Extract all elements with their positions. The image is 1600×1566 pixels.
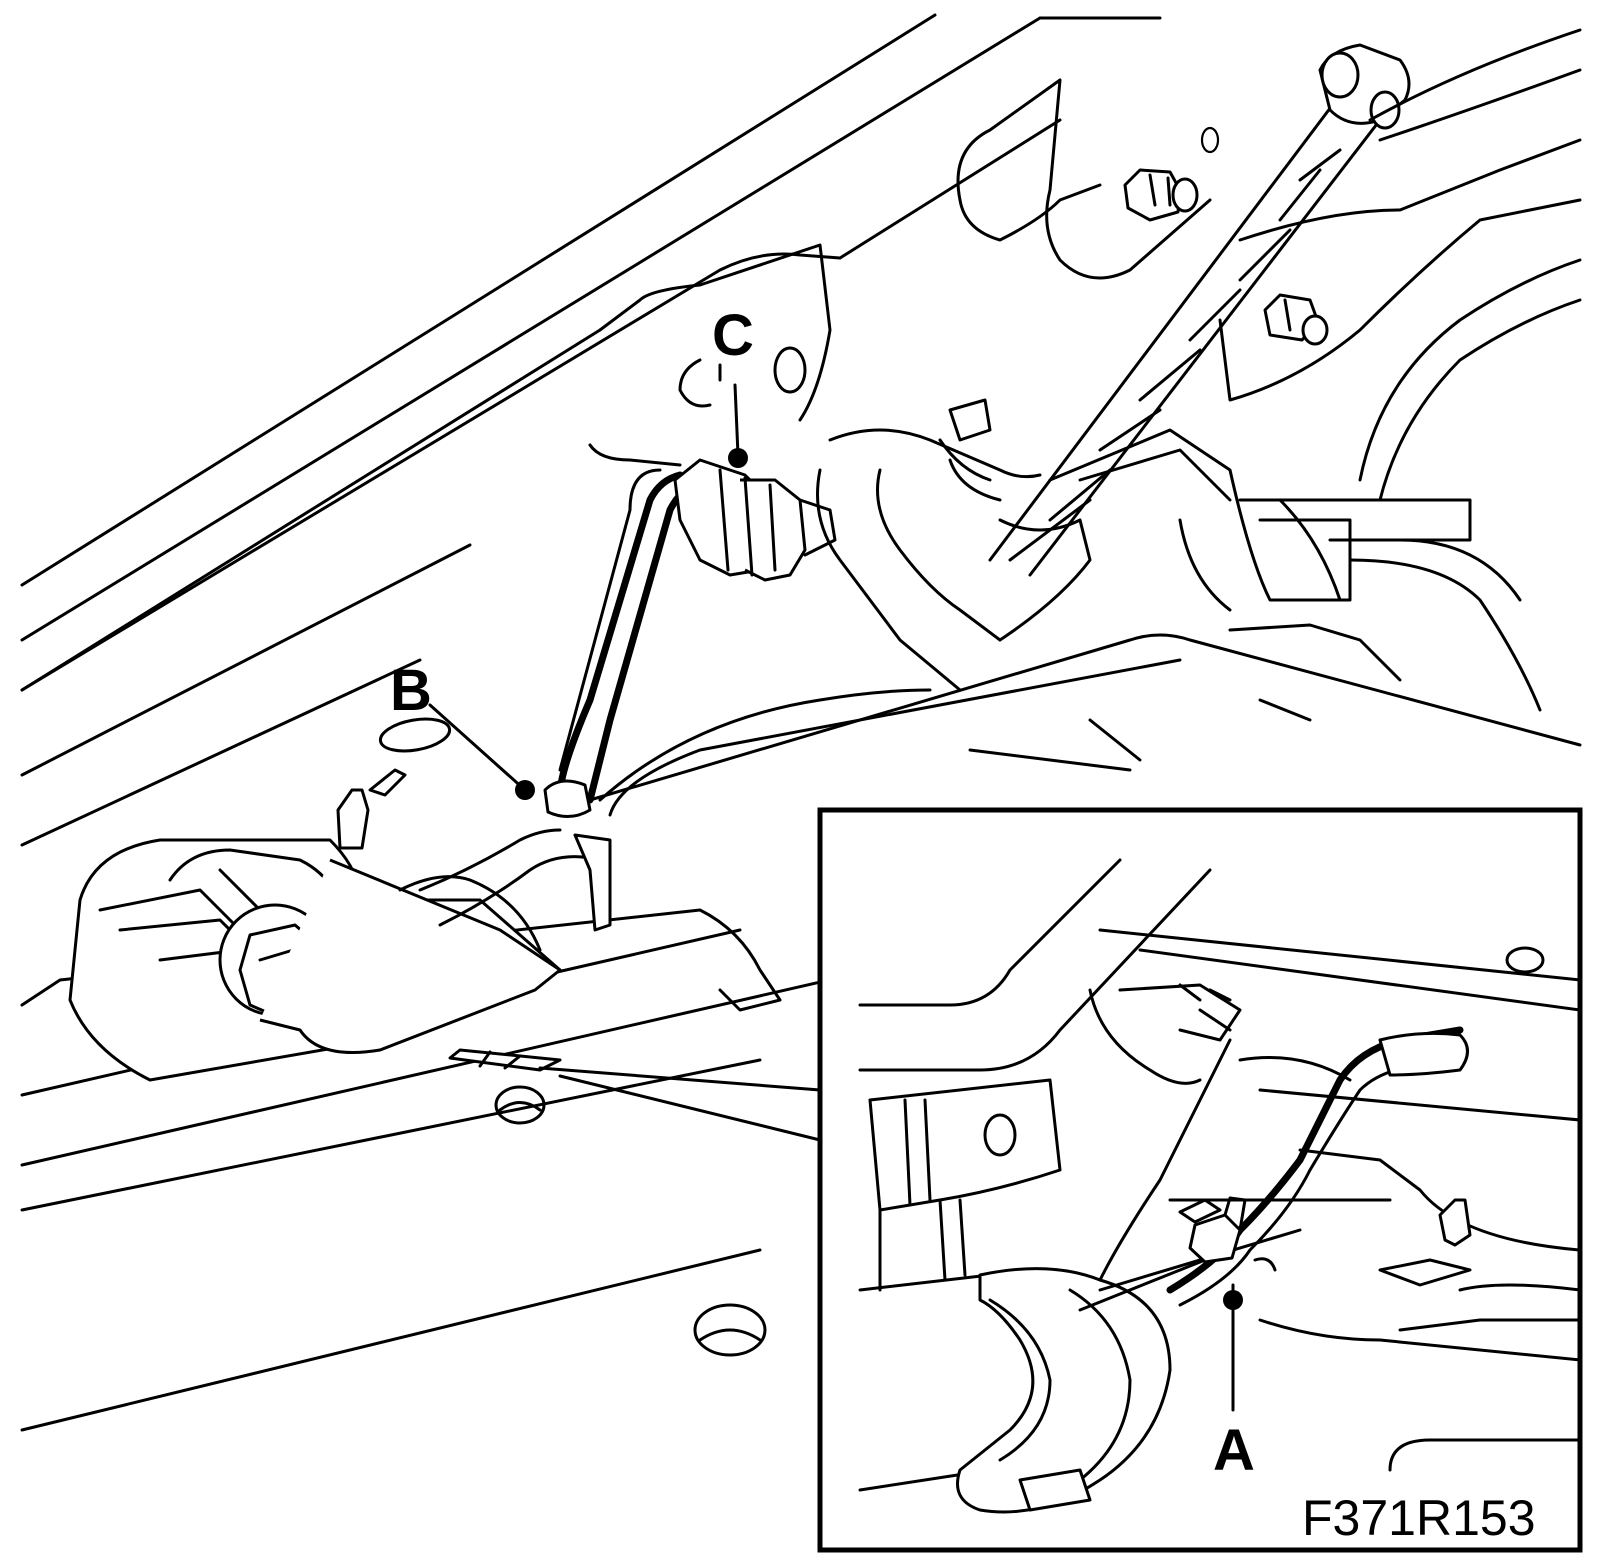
upper-right-structure	[938, 28, 1582, 577]
callout-label-b: B	[390, 658, 432, 723]
callout-dot-a	[1223, 1290, 1243, 1310]
callout-dot-c	[728, 448, 748, 468]
exhaust-tunnel	[588, 428, 1582, 817]
callout-dot-b	[515, 780, 535, 800]
main-callout-leaders	[428, 346, 807, 800]
callout-label-c: C	[712, 303, 754, 368]
bracket-and-bolt	[20, 717, 962, 1432]
sensor-cable	[543, 458, 837, 818]
callout-label-a: A	[1213, 1418, 1255, 1483]
body-panel-lines	[20, 13, 1162, 847]
figure-code: F371R153	[1302, 1490, 1536, 1546]
detail-inset	[817, 807, 1583, 1553]
